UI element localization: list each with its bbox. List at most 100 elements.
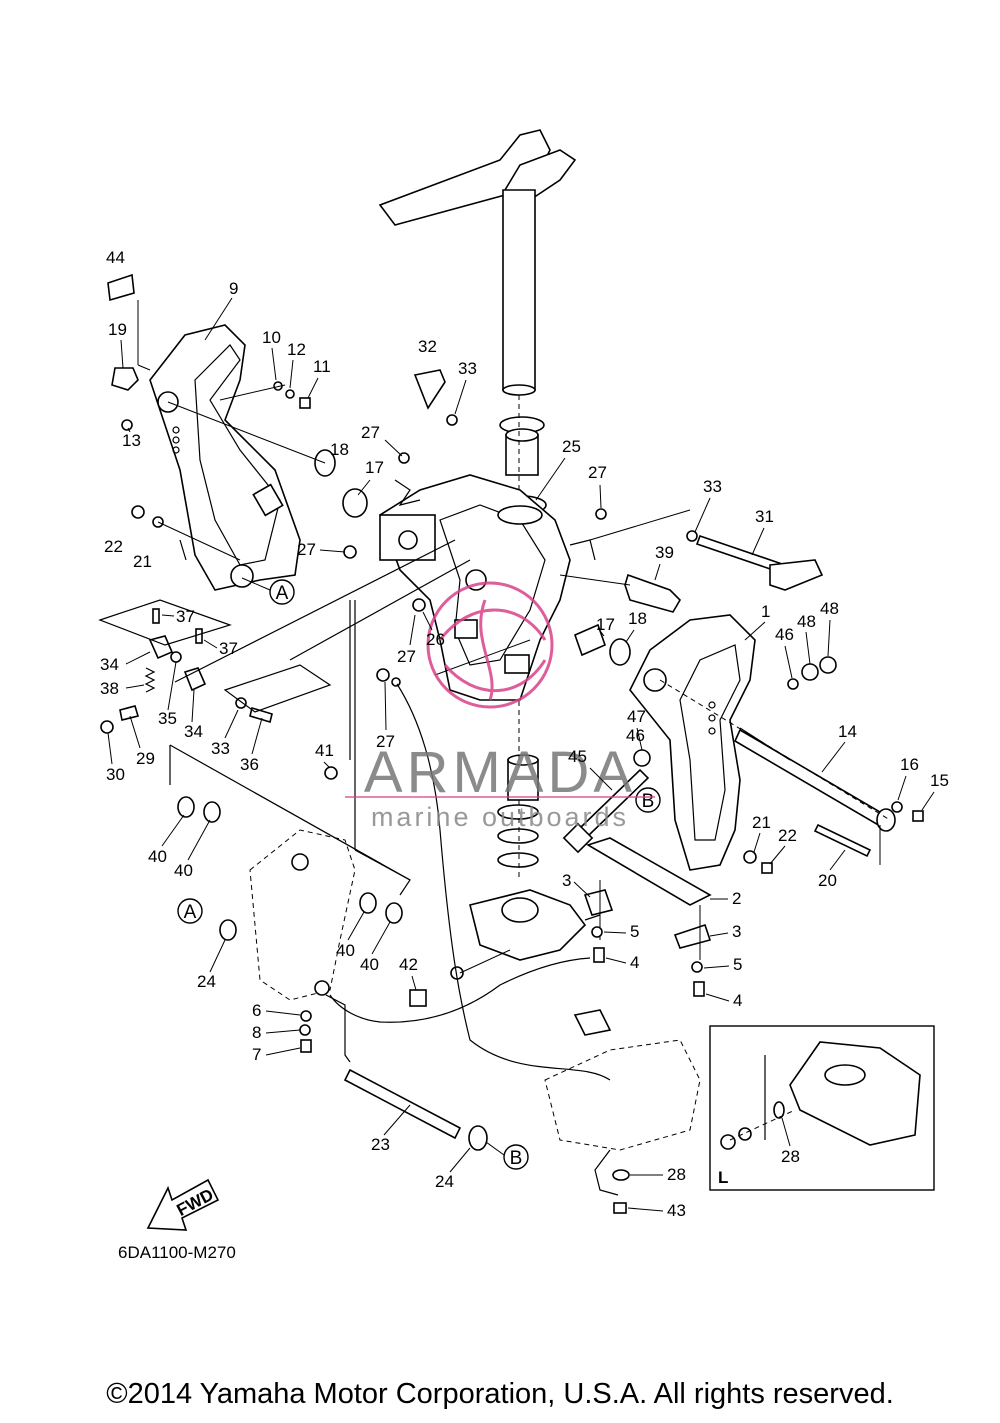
left-clamp-bracket-illustration [149,324,301,591]
svg-text:A: A [276,583,289,604]
callout-27-e: 27 [376,732,395,751]
callout-2: 2 [732,889,741,908]
callout-35: 35 [158,709,177,728]
ref-marker-a-bottom: A [177,898,203,924]
callout-17-right: 17 [596,615,615,634]
callout-33-right: 33 [703,477,722,496]
callout-44: 44 [106,248,125,267]
watermark-tagline: marine outboards [371,802,629,832]
callout-16: 16 [900,755,919,774]
callout-12: 12 [287,340,306,359]
callout-24-top: 24 [197,972,216,991]
callout-8: 8 [252,1023,261,1042]
callout-32: 32 [418,337,437,356]
callout-28: 28 [667,1165,686,1184]
fwd-arrow-icon: FWD [146,1178,220,1231]
callout-18-left: 18 [330,440,349,459]
thrust-rod-bolt-illustration [562,768,650,854]
watermark-brand: ARMADA [364,740,636,805]
ref-marker-b-bottom: B [485,1141,529,1170]
callout-1: 1 [761,602,770,621]
callout-40-d: 40 [360,955,379,974]
svg-text:B: B [642,791,655,812]
callout-13: 13 [122,431,141,450]
callout-38: 38 [100,679,119,698]
callout-48-a: 48 [820,599,839,618]
callout-46-mid: 46 [626,726,645,745]
shaft-bushings-illustration [497,395,547,880]
callout-26: 26 [426,630,445,649]
swivel-bracket-illustration [379,474,571,701]
callout-4-b: 4 [733,991,742,1010]
callout-27-d: 27 [397,647,416,666]
callout-40-a: 40 [148,847,167,866]
callout-20: 20 [818,871,837,890]
callout-23: 23 [371,1135,390,1154]
callout-47: 47 [627,707,646,726]
callout-3-left: 3 [562,871,571,890]
callout-21-right: 21 [752,813,771,832]
lower-mount-housing-illustration [544,1009,701,1151]
callout-14: 14 [838,722,857,741]
callout-31: 31 [755,507,774,526]
callout-5-a: 5 [630,922,639,941]
callout-7: 7 [252,1045,261,1064]
callout-41: 41 [315,741,334,760]
callout-27-a: 27 [361,423,380,442]
armada-watermark: ARMADA marine outboards [345,581,655,832]
callout-33-left: 33 [211,739,230,758]
callout-11: 11 [313,357,331,376]
callout-43: 43 [667,1201,686,1220]
callout-5-b: 5 [733,955,742,974]
callout-28-inset: 28 [781,1147,800,1166]
callout-22-left: 22 [104,537,123,556]
callout-6: 6 [252,1001,261,1020]
callout-37-bottom: 37 [219,639,238,658]
diagram-code: 6DA1100-M270 [118,1243,236,1262]
mount-rod-illustration [343,1068,488,1151]
callout-46-top: 46 [775,625,794,644]
callout-29: 29 [136,749,155,768]
through-tube-illustration [573,534,896,832]
callout-4-a: 4 [630,953,639,972]
ref-marker-b-right: B [635,787,661,813]
callout-25: 25 [562,437,581,456]
svg-text:B: B [510,1148,523,1169]
right-clamp-bracket-illustration [629,614,756,871]
callout-42: 42 [399,955,418,974]
callout-10: 10 [262,328,281,347]
callout-27-b: 27 [588,463,607,482]
ref-marker-a-top: A [241,577,295,605]
callout-labels: 44 9 19 10 12 11 32 33 13 27 25 18 17 27… [100,248,949,1220]
callout-18-right: 18 [628,609,647,628]
friction-plate-illustration [583,837,712,960]
inset-label: L [718,1168,728,1187]
callout-27-c: 27 [297,540,316,559]
callout-40-c: 40 [336,941,355,960]
left-mount-illustration [177,796,403,1001]
callout-15: 15 [930,771,949,790]
callout-48-b: 48 [797,612,816,631]
guide-lines [98,300,881,1196]
inset-detail-l: L [709,1025,935,1191]
callout-34-left: 34 [100,655,119,674]
callout-3-right: 3 [732,922,741,941]
callout-17-left: 17 [365,458,384,477]
callout-39: 39 [655,543,674,562]
callout-33-top: 33 [458,359,477,378]
callout-19: 19 [108,320,127,339]
callout-36: 36 [240,755,259,774]
tiller-handle-illustration [378,129,577,396]
copyright-notice: ©2014 Yamaha Motor Corporation, U.S.A. A… [106,1378,894,1410]
callout-24-bottom: 24 [435,1172,454,1191]
callout-21-left: 21 [133,552,152,571]
callout-40-b: 40 [174,861,193,880]
callout-37-top: 37 [176,607,195,626]
callout-45: 45 [568,747,587,766]
svg-text:A: A [184,902,197,923]
callout-30: 30 [106,765,125,784]
lower-mount-illustration [469,889,601,961]
hardware-illustration [100,367,924,1214]
watermark-logo-icon [426,581,554,709]
